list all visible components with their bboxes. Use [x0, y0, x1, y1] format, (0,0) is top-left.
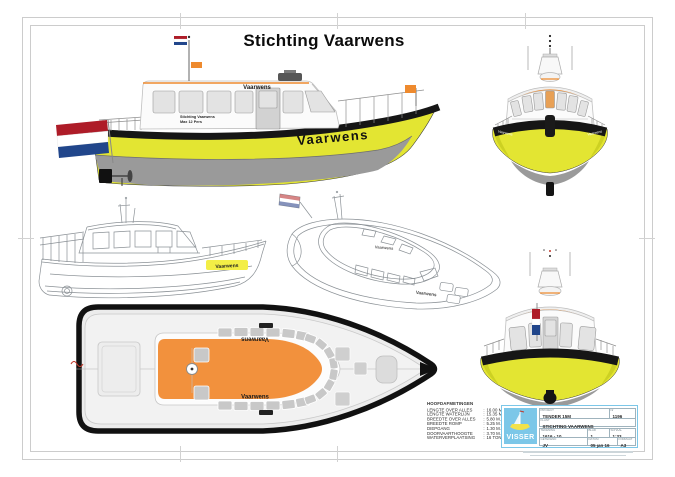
- bow-flag: [405, 85, 417, 106]
- capacity-text-line2: Max 12 Pers: [180, 120, 202, 124]
- bow-windows: [510, 90, 589, 117]
- frame-tick: [639, 238, 655, 239]
- frame-tick: [18, 238, 34, 239]
- plan-view-drawing: Vaarwens Vaarwens: [70, 304, 438, 434]
- stern-mast: [529, 249, 571, 296]
- plan-bottom-name-text: Vaarwens: [241, 395, 269, 401]
- wireframe-aerial-mast: [331, 190, 345, 220]
- propeller-icon: [99, 169, 133, 186]
- disclaimer-text-line: [530, 454, 626, 456]
- spec-row: DOORVAARTHOOGTE : 3.70 M.: [427, 431, 502, 436]
- getekend-cell: GETEKEND JV: [539, 437, 588, 448]
- spec-row: BREEDTE ROMP : 5.25 M.: [427, 422, 502, 427]
- title-block: VISSER PROJECT TENDER 15M Nr 1196 KLANT …: [501, 405, 638, 448]
- wireframe-aerial-hull: [286, 218, 501, 310]
- stern-view-drawing: [480, 249, 620, 408]
- cabin-name-text: Vaarwens: [243, 85, 271, 91]
- frame-tick: [525, 13, 526, 29]
- datum-cell: DATUM 05 jan 16: [587, 437, 618, 448]
- spec-row: WATERVERPLAATSING : 16 TON: [427, 436, 502, 441]
- stern-flag: [56, 119, 114, 164]
- foredeck-fittings: [334, 346, 398, 407]
- engine-hatch: [97, 341, 141, 397]
- bow-mast: [527, 34, 573, 82]
- roof-hatch-top: [259, 323, 273, 328]
- frame-tick: [337, 13, 338, 29]
- bow-view-drawing: Vaarwens Vaarwens: [492, 34, 608, 196]
- hull-name-text: Vaarwens: [296, 127, 369, 148]
- stern-dutch-flag-icon: [531, 303, 541, 341]
- spec-row: LENGTE WATERLIJN : 15.35 M.: [427, 412, 504, 417]
- bow-fitting: [420, 362, 435, 376]
- name-plate: [206, 260, 248, 270]
- visser-logo: VISSER: [504, 408, 537, 444]
- side-cabin: Vaarwens Stichting Vaarwens Max 12 Pers: [139, 70, 340, 130]
- wireframe-aerial-flag: [278, 193, 313, 219]
- plan-cabin: Vaarwens Vaarwens: [154, 323, 341, 415]
- side-view-drawing: Vaarwens Stichting Vaarwens Max 12 Pers: [56, 35, 441, 187]
- cabin-windows: [152, 87, 336, 130]
- stern-flag-icon: [70, 360, 84, 368]
- frame-tick: [337, 446, 338, 462]
- page-title: Stichting Vaarwens: [243, 31, 405, 50]
- specs-table: HOOFDAFMETINGEN LENGTE OVER ALLES : 16.0…: [427, 402, 527, 448]
- bow-cabin: [505, 86, 595, 126]
- cockpit-seats: [439, 282, 469, 304]
- wireframe-aerial-cabin: [318, 222, 440, 286]
- plan-window-segments: [217, 327, 339, 411]
- orange-flag-icon: [405, 85, 416, 93]
- mast: [173, 35, 202, 81]
- roof-skylight: [193, 347, 210, 363]
- bow-port-name-text: Vaarwens: [498, 129, 514, 136]
- anchor-stem: [545, 115, 555, 137]
- klant-cell: KLANT STICHTING VAARWENS: [539, 418, 636, 429]
- wire-side-name-text: Vaarwens: [215, 263, 239, 270]
- propeller-icon: [543, 392, 557, 404]
- orange-pennant-icon: [191, 62, 202, 68]
- stern-railings: [483, 338, 617, 355]
- wire-aerial-cabin-name-text: Vaarwens: [375, 244, 395, 251]
- roof-hatch-bottom: [259, 410, 273, 415]
- wireframe-side-view: Vaarwens: [38, 196, 267, 299]
- spec-row: LENGTE OVER ALLES : 16.00 M.: [427, 407, 504, 413]
- specs-heading: HOOFDAFMETINGEN: [427, 402, 474, 407]
- capacity-text-line1: Stichting Vaarwens: [180, 115, 215, 119]
- roof-skylight: [193, 385, 210, 401]
- side-hull: [90, 103, 441, 187]
- plan-top-name-text: Vaarwens: [240, 336, 268, 342]
- keel-skeg: [546, 182, 554, 196]
- helm-wheel-icon: [186, 348, 198, 393]
- wire-aerial-hull-name-text: Vaarwens: [416, 290, 438, 298]
- spec-row: BREEDTE OVER ALLES : 5.80 M.: [427, 417, 502, 422]
- frame-tick: [180, 446, 181, 462]
- disclaimer-text-line: [523, 451, 633, 453]
- bow-hull: Vaarwens Vaarwens: [492, 115, 608, 196]
- wireframe-side-railings: [39, 231, 263, 263]
- frame-tick: [180, 13, 181, 29]
- spec-row: DIEPGANG : 1.30 M.: [427, 426, 502, 432]
- wireframe-side-mast: [117, 196, 136, 224]
- wireframe-aerial-view: Vaarwens Vaarwens: [278, 190, 501, 310]
- bow-starboard-name-text: Vaarwens: [587, 129, 603, 136]
- visser-boat-icon: [510, 410, 530, 430]
- formaat-cell: FORMAAT A3: [617, 437, 636, 448]
- wireframe-side-cabin: [78, 221, 200, 254]
- dutch-flag-icon: [173, 36, 188, 45]
- stern-hull: [480, 348, 620, 408]
